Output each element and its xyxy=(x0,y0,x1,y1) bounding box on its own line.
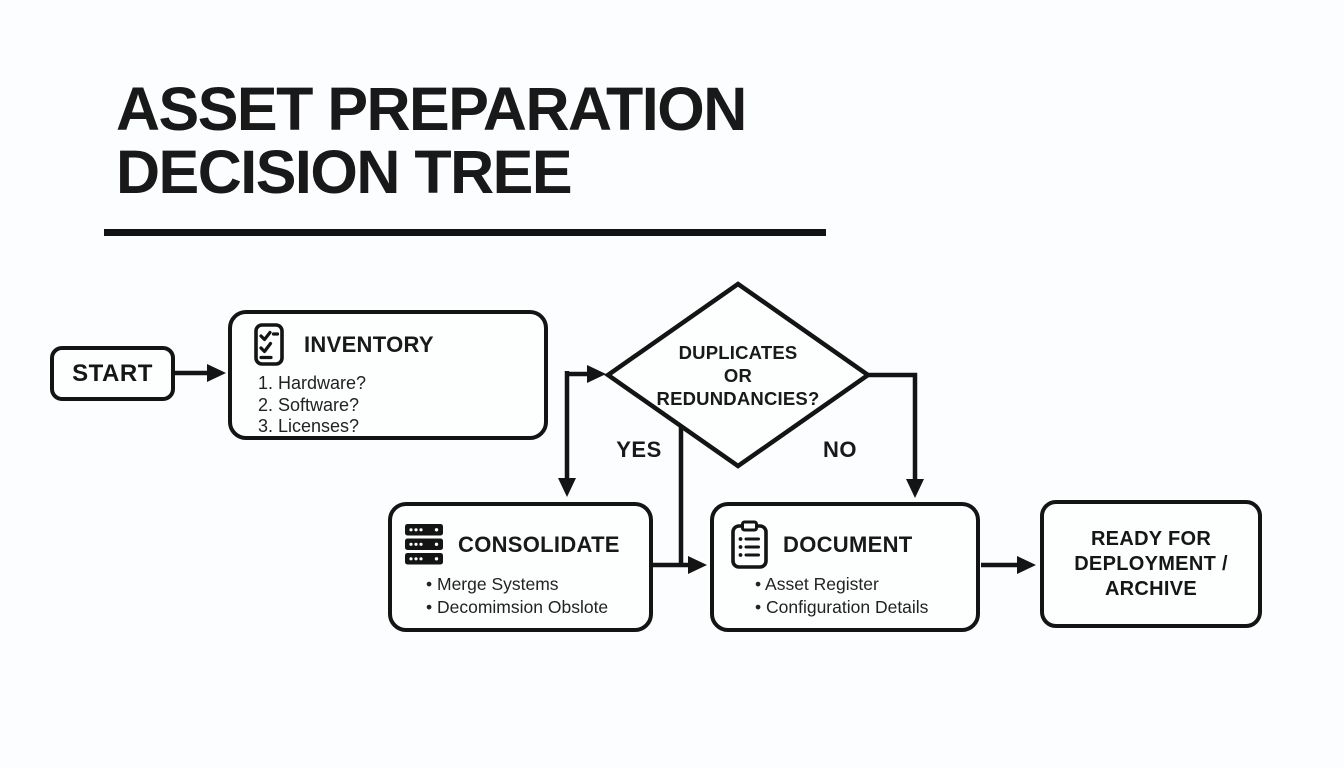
document-title: DOCUMENT xyxy=(783,531,913,557)
no-branch-label: NO xyxy=(823,437,857,462)
inventory-item: 3. Licenses? xyxy=(258,416,360,436)
inventory-item: 2. Software? xyxy=(258,394,360,415)
consolidate-list: • Merge Systems • Decomimsion Obslote xyxy=(426,573,649,618)
connector-document-to-ready xyxy=(981,556,1036,574)
document-item: • Asset Register xyxy=(755,574,879,594)
start-label: START xyxy=(72,359,153,387)
connector-consolidate-to-document xyxy=(653,556,707,574)
start-node: START xyxy=(50,346,175,401)
consolidate-item: • Decomimsion Obslote xyxy=(426,596,609,617)
connector-yes-branch xyxy=(558,365,606,497)
ready-node: READY FOR DEPLOYMENT / ARCHIVE xyxy=(1040,500,1262,628)
decision-line2: OR xyxy=(723,365,753,386)
page-title: ASSET PREPARATION DECISION TREE xyxy=(116,75,747,206)
inventory-title: INVENTORY xyxy=(304,331,434,357)
consolidate-node: CONSOLIDATE • Merge Systems • Decomimsio… xyxy=(388,502,653,632)
page-title-line2: DECISION TREE xyxy=(116,138,573,206)
clipboard-icon xyxy=(731,520,768,569)
consolidate-header: CONSOLIDATE xyxy=(405,523,649,566)
title-underline xyxy=(104,229,826,236)
consolidate-title: CONSOLIDATE xyxy=(458,531,620,557)
decision-diamond-shape xyxy=(604,281,872,469)
yes-branch-label: YES xyxy=(616,437,662,462)
document-item: • Configuration Details xyxy=(755,596,929,617)
ready-line2: DEPLOYMENT / xyxy=(1074,552,1228,575)
page-title-line1: ASSET PREPARATION xyxy=(116,75,747,143)
document-list: • Asset Register • Configuration Details xyxy=(755,573,976,618)
decision-line3: REDUNDANCIES? xyxy=(656,388,820,409)
inventory-item: 1. Hardware? xyxy=(258,373,367,393)
consolidate-item: • Merge Systems xyxy=(426,574,559,594)
document-header: DOCUMENT xyxy=(731,520,976,569)
decision-node-label: DUPLICATES OR REDUNDANCIES? xyxy=(628,341,848,410)
inventory-list: 1. Hardware? 2. Software? 3. Licenses? xyxy=(258,373,544,438)
document-node: DOCUMENT • Asset Register • Configuratio… xyxy=(710,502,980,632)
connector-start-to-inventory xyxy=(175,364,226,382)
server-stack-icon xyxy=(405,524,443,565)
checklist-icon xyxy=(254,323,284,366)
inventory-node: INVENTORY 1. Hardware? 2. Software? 3. L… xyxy=(228,310,548,440)
connector-no-branch xyxy=(866,372,924,498)
ready-line3: ARCHIVE xyxy=(1104,577,1198,600)
inventory-header: INVENTORY xyxy=(254,323,544,366)
ready-line1: READY FOR xyxy=(1090,527,1212,550)
decision-line1: DUPLICATES xyxy=(678,342,798,363)
